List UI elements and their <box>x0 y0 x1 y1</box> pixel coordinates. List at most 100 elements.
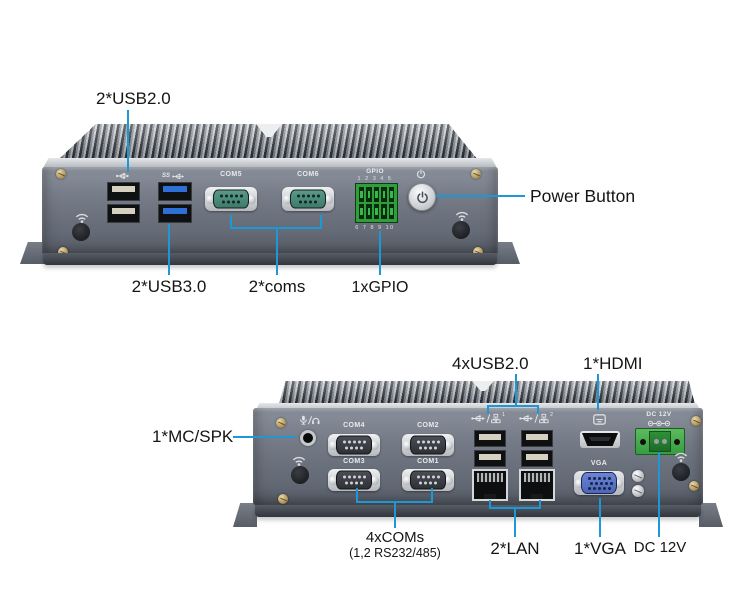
callout-dc: DC 12V <box>633 539 687 556</box>
screw <box>689 481 699 491</box>
usb-lan-icon-1: 1 <box>466 412 510 424</box>
dc-power-terminal <box>635 428 685 455</box>
device-rear-view: COM4 COM2 COM3 COM1 <box>233 378 723 530</box>
mic-headphone-icon <box>297 415 321 426</box>
device-front-view: SS COM5 COM6 GPIO 1 2 3 4 5 <box>20 120 526 268</box>
com6-label: COM6 <box>297 171 319 178</box>
usb2-port-stack <box>474 430 506 467</box>
screw <box>632 485 644 497</box>
dc-12v-label: DC 12V <box>646 411 672 418</box>
gpio-pin-numbers-bottom: 6 7 8 9 10 <box>355 225 395 231</box>
usb-icon <box>110 171 136 181</box>
rear-panel: COM4 COM2 COM3 COM1 <box>253 408 703 505</box>
callout-gpio: 1xGPIO <box>351 279 409 296</box>
vga-port <box>574 469 624 497</box>
screw <box>278 494 288 504</box>
callout-vga: 1*VGA <box>574 539 626 558</box>
callout-line-power <box>436 195 525 197</box>
mounting-bracket <box>494 242 520 264</box>
screw <box>56 169 66 179</box>
mounting-bracket <box>233 503 257 527</box>
antenna-hole <box>72 223 90 241</box>
screw <box>632 470 644 482</box>
front-panel: SS COM5 COM6 GPIO 1 2 3 4 5 <box>42 167 498 257</box>
callout-coms4: 4xCOMs <box>365 529 425 546</box>
antenna-hole <box>452 221 470 239</box>
gpio-terminal-block <box>355 183 398 223</box>
usb3-port-stack <box>158 182 192 223</box>
callout-line-usb4 <box>537 405 539 414</box>
screw <box>691 416 701 426</box>
screw <box>276 418 286 428</box>
callout-line-lan <box>539 500 541 509</box>
callout-line-coms4 <box>431 488 433 503</box>
com1-label: COM1 <box>417 458 439 465</box>
usb2-port <box>521 430 553 447</box>
gpio-title: GPIO <box>366 168 384 175</box>
callout-hdmi: 1*HDMI <box>583 354 643 373</box>
lan-port-1 <box>472 469 508 501</box>
callout-coms: 2*coms <box>248 277 306 296</box>
callout-line-coms4 <box>356 501 433 503</box>
callout-usb4: 4xUSB2.0 <box>452 354 529 373</box>
com5-label: COM5 <box>220 171 242 178</box>
callout-line-coms <box>320 215 322 229</box>
hdmi-port <box>580 431 620 448</box>
com2-label: COM2 <box>417 422 439 429</box>
panel-bevel <box>255 403 701 412</box>
callout-line-coms <box>230 227 322 229</box>
audio-jack <box>300 430 316 446</box>
antenna-hole <box>291 466 309 484</box>
callout-line-lan <box>489 500 491 509</box>
usb2-port <box>474 450 506 467</box>
com4-port <box>328 431 380 459</box>
callout-line-usb4 <box>487 405 539 407</box>
com3-port <box>328 466 380 494</box>
callout-lan: 2*LAN <box>490 539 540 558</box>
usb2-port-stack <box>107 182 140 223</box>
mounting-bracket <box>699 503 723 527</box>
power-button[interactable] <box>408 183 436 211</box>
callout-line-usb2 <box>127 110 129 172</box>
screw <box>473 247 483 257</box>
screw <box>58 247 68 257</box>
usb2-port <box>521 450 553 467</box>
panel-bevel <box>43 158 497 168</box>
chassis-base <box>43 253 497 265</box>
callout-line-usb3 <box>168 224 170 275</box>
callout-mic-spk: 1*MC/SPK <box>152 427 234 446</box>
heatsink-notch <box>472 381 494 391</box>
hdmi-icon <box>589 413 609 425</box>
usb-lan-1-number: 1 <box>501 412 506 418</box>
callout-line-gpio <box>379 231 381 275</box>
callout-usb2: 2*USB2.0 <box>96 89 171 108</box>
callout-line-coms4 <box>394 503 396 528</box>
callout-line-coms <box>230 215 232 229</box>
usb2-port <box>107 204 140 223</box>
usb-lan-2-number: 2 <box>549 412 554 418</box>
callout-line-dc <box>658 452 660 537</box>
callout-line-lan <box>514 509 516 537</box>
usb3-port <box>158 204 192 223</box>
callout-usb3: 2*USB3.0 <box>131 277 207 296</box>
callout-line-usb4 <box>515 374 517 407</box>
callout-line-usb4 <box>487 405 489 414</box>
usb2-port <box>107 182 140 201</box>
usb3-icon: SS <box>155 171 193 181</box>
usb3-port <box>158 182 192 201</box>
usb3-ss-badge: SS <box>161 173 170 179</box>
callout-line-coms <box>276 229 278 275</box>
lan-port-2 <box>519 469 555 501</box>
com2-port <box>402 431 454 459</box>
com1-port <box>402 466 454 494</box>
heatsink-fins <box>279 381 695 404</box>
com6-port <box>282 184 334 214</box>
gpio-pin-numbers-top: 1 2 3 4 5 <box>357 176 393 182</box>
callout-power-button: Power Button <box>530 186 636 206</box>
usb2-port <box>474 430 506 447</box>
callout-line-hdmi <box>597 374 599 410</box>
callout-coms4-sub: (1,2 RS232/485) <box>349 546 441 560</box>
callout-line-mic-spk <box>233 436 295 438</box>
com5-port <box>205 184 257 214</box>
